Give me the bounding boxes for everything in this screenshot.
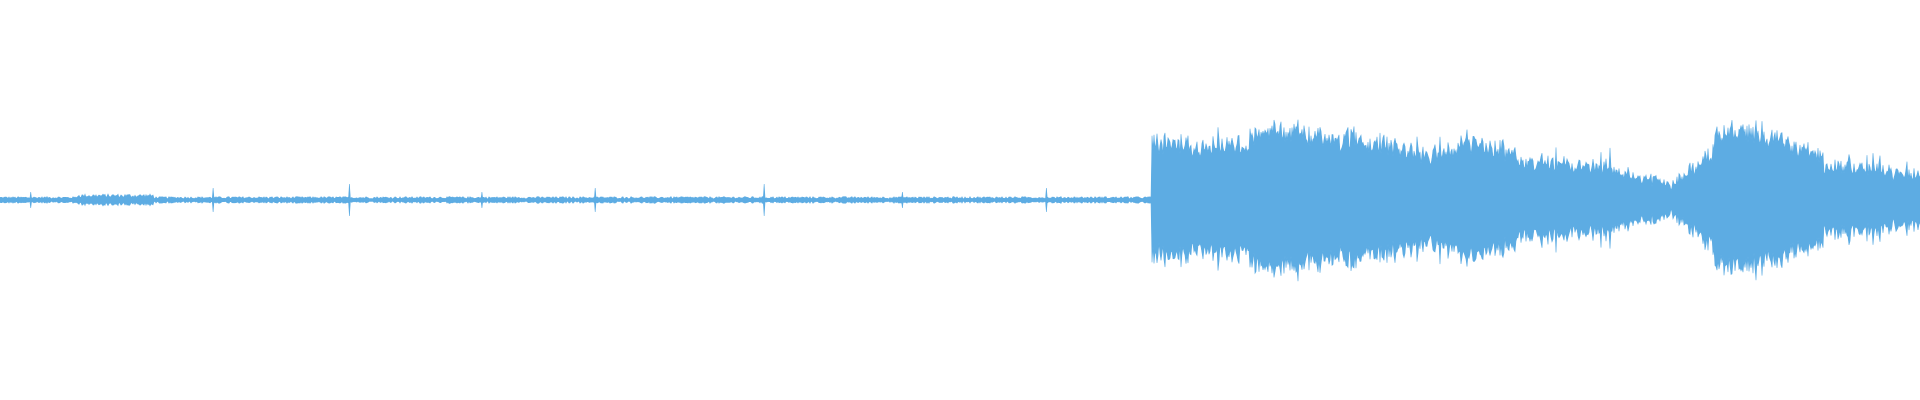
transient-spike	[901, 191, 915, 209]
transient-spike	[593, 187, 608, 213]
transient-spike	[29, 191, 44, 209]
transient-spike	[211, 187, 226, 213]
transient-spike	[480, 191, 495, 209]
transient-markers	[29, 183, 1059, 217]
waveform-envelope	[0, 119, 1920, 282]
transient-spike	[348, 183, 362, 217]
transient-spike	[1045, 187, 1059, 213]
transient-spike	[762, 183, 777, 217]
